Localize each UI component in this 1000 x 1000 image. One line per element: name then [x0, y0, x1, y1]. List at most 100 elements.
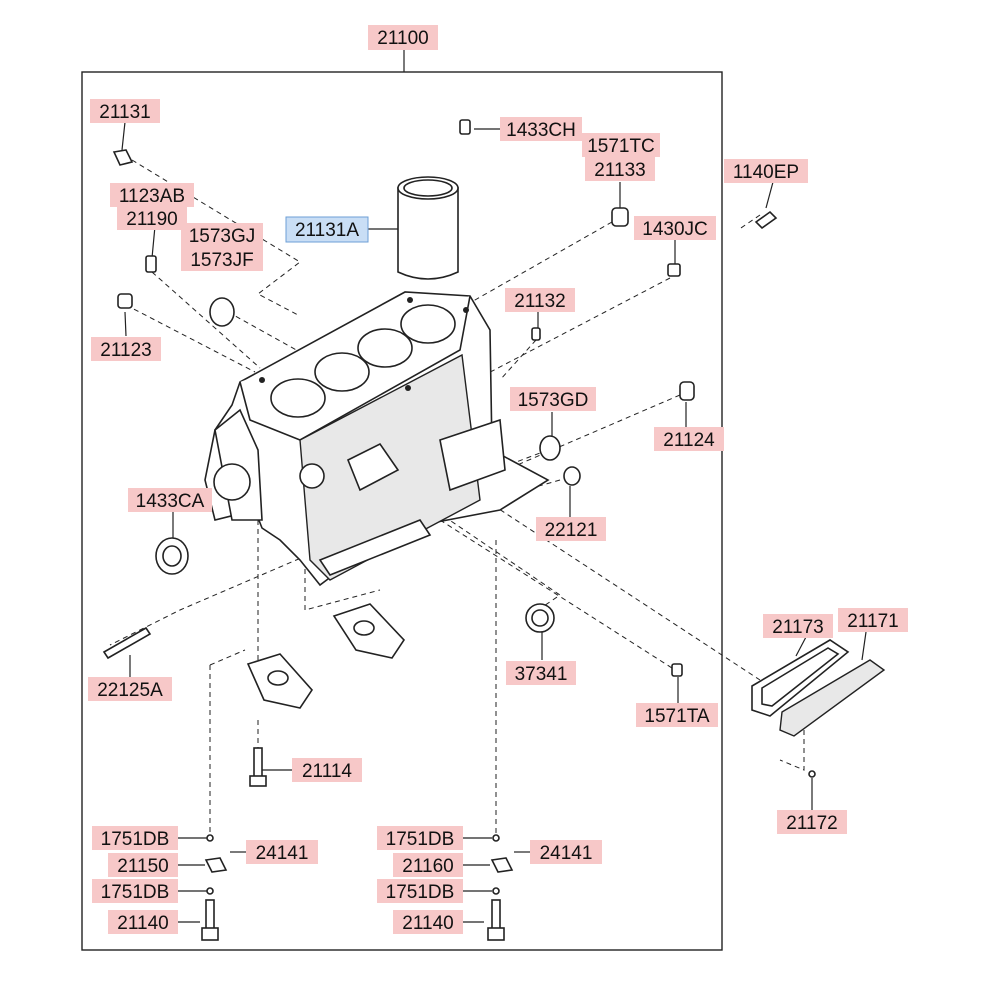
- svg-text:1571TC: 1571TC: [587, 136, 655, 157]
- label-21100[interactable]: 21100: [368, 25, 438, 50]
- label-21123[interactable]: 21123: [91, 337, 161, 361]
- label-21171[interactable]: 21171: [838, 608, 908, 632]
- label-21150[interactable]: 21150: [108, 853, 178, 877]
- label-1573gd[interactable]: 1573GD: [510, 387, 596, 411]
- svg-text:37341: 37341: [515, 664, 568, 685]
- bushing-37341: [525, 603, 555, 633]
- label-21190[interactable]: 21190: [117, 206, 187, 230]
- label-1430jc[interactable]: 1430JC: [634, 216, 716, 240]
- pin-21132: [531, 327, 541, 341]
- washer-1751db-b: [206, 887, 214, 895]
- bolt-1140ep: [754, 210, 778, 230]
- svg-text:21131: 21131: [99, 102, 150, 123]
- stud-22125a: [102, 626, 152, 660]
- washer-1751db-a: [206, 834, 214, 842]
- svg-text:21100: 21100: [377, 28, 428, 49]
- svg-text:1751DB: 1751DB: [101, 829, 170, 850]
- svg-text:21140: 21140: [402, 913, 453, 934]
- svg-text:24141: 24141: [540, 843, 593, 864]
- svg-text:21131A: 21131A: [295, 220, 359, 241]
- label-24141-b[interactable]: 24141: [530, 840, 602, 864]
- cylinder-liner: [397, 176, 459, 280]
- label-21140-a[interactable]: 21140: [108, 910, 178, 934]
- label-1571ta[interactable]: 1571TA: [636, 703, 718, 727]
- bolt-21190: [145, 255, 157, 273]
- svg-text:21123: 21123: [100, 340, 151, 361]
- label-1140ep[interactable]: 1140EP: [724, 159, 808, 183]
- svg-text:21150: 21150: [117, 856, 168, 877]
- label-21124[interactable]: 21124: [654, 427, 724, 451]
- svg-text:1123AB: 1123AB: [119, 186, 185, 207]
- plug-21123: [117, 293, 133, 309]
- pin-1433ch: [459, 119, 471, 135]
- cup-plug-1573gj: [209, 297, 235, 327]
- sleeve-21124: [679, 381, 695, 401]
- svg-text:21172: 21172: [786, 813, 837, 834]
- seal-1433ca: [155, 537, 189, 575]
- label-1571tc[interactable]: 1571TC: [582, 133, 660, 157]
- oil-jet-21150: [204, 857, 228, 873]
- svg-text:21160: 21160: [402, 856, 453, 877]
- leader-lines: [121, 121, 867, 923]
- svg-text:21124: 21124: [663, 430, 715, 451]
- svg-text:1573GD: 1573GD: [518, 390, 589, 411]
- label-21172[interactable]: 21172: [777, 810, 847, 834]
- oil-jet-21160: [490, 857, 514, 873]
- svg-text:1751DB: 1751DB: [386, 882, 455, 903]
- svg-text:1433CA: 1433CA: [136, 491, 205, 512]
- svg-text:1573JF: 1573JF: [190, 250, 253, 271]
- label-22125a[interactable]: 22125A: [88, 677, 172, 701]
- pin-1571ta: [671, 663, 683, 677]
- bearing-cap-21114: [246, 653, 314, 709]
- svg-text:21140: 21140: [117, 913, 168, 934]
- pin-1430jc: [667, 263, 681, 277]
- label-21114[interactable]: 21114: [292, 758, 362, 782]
- svg-text:21190: 21190: [126, 209, 177, 230]
- label-21133[interactable]: 21133: [585, 157, 655, 181]
- cup-plug-1573gd: [539, 435, 561, 461]
- label-1751db-a[interactable]: 1751DB: [92, 826, 178, 850]
- svg-text:1573GJ: 1573GJ: [189, 226, 256, 247]
- label-1433ch[interactable]: 1433CH: [500, 117, 582, 141]
- svg-text:1140EP: 1140EP: [733, 162, 799, 183]
- label-21160[interactable]: 21160: [393, 853, 463, 877]
- assembly-frame: [81, 71, 723, 951]
- washer-1751db-d: [492, 887, 500, 895]
- label-1751db-d[interactable]: 1751DB: [377, 879, 463, 903]
- bolt-21140-b: [487, 899, 505, 941]
- svg-text:22125A: 22125A: [97, 680, 163, 701]
- svg-text:1751DB: 1751DB: [101, 882, 170, 903]
- label-1751db-c[interactable]: 1751DB: [377, 826, 463, 850]
- bolt-21140-a: [201, 899, 219, 941]
- label-1123ab[interactable]: 1123AB: [110, 183, 194, 207]
- label-21132[interactable]: 21132: [505, 288, 575, 312]
- svg-text:24141: 24141: [256, 843, 309, 864]
- label-1573jf[interactable]: 1573JF: [181, 247, 263, 271]
- label-22121[interactable]: 22121: [536, 517, 606, 541]
- svg-text:22121: 22121: [545, 520, 598, 541]
- cylinder-block: [204, 291, 550, 587]
- label-21131a[interactable]: 21131A: [285, 216, 369, 243]
- label-37341[interactable]: 37341: [506, 661, 576, 685]
- svg-text:1430JC: 1430JC: [642, 219, 708, 240]
- svg-text:1571TA: 1571TA: [644, 706, 709, 727]
- label-24141-a[interactable]: 24141: [246, 840, 318, 864]
- plug-21133: [611, 207, 629, 227]
- label-1751db-b[interactable]: 1751DB: [92, 879, 178, 903]
- bolt-21131: [112, 149, 134, 166]
- label-21173[interactable]: 21173: [763, 614, 833, 638]
- label-21140-b[interactable]: 21140: [393, 910, 463, 934]
- label-21131[interactable]: 21131: [90, 99, 160, 123]
- svg-text:21133: 21133: [594, 160, 645, 181]
- cover-21171: [779, 659, 886, 737]
- washer-1751db-c: [492, 834, 500, 842]
- gasket-21173: [751, 639, 850, 717]
- bearing-cap-center: [332, 603, 406, 659]
- label-1573gj[interactable]: 1573GJ: [181, 223, 263, 247]
- label-1433ca[interactable]: 1433CA: [128, 488, 212, 512]
- bolt-21114: [249, 747, 267, 787]
- svg-text:21171: 21171: [847, 611, 898, 632]
- bolt-21172: [808, 770, 816, 778]
- svg-text:1433CH: 1433CH: [506, 120, 576, 141]
